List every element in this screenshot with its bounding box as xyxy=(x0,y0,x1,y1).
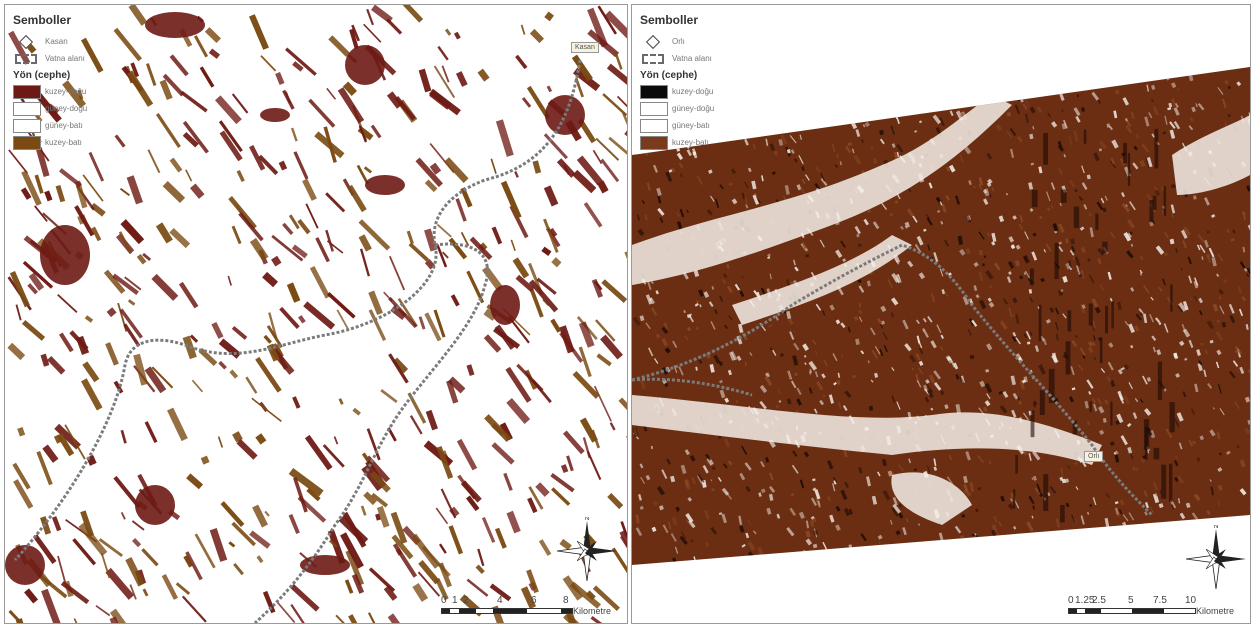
legend-title: Semboller xyxy=(640,13,699,27)
svg-text:N: N xyxy=(585,517,589,522)
legend-aspect-se: güney-doğu xyxy=(640,100,760,117)
left-map-panel[interactable]: Semboller Kasan Vatna alanı Yön (cephe) … xyxy=(4,4,628,624)
scale-tick: 1.25 xyxy=(1075,595,1095,606)
right-aspect-map[interactable] xyxy=(632,5,1250,623)
legend-aspect-label: kuzey-doğu xyxy=(45,87,87,96)
swatch-nw xyxy=(13,135,41,150)
swatch-ne xyxy=(640,84,668,99)
scale-tick: 0 xyxy=(1068,595,1074,606)
legend-aspect-label: güney-batı xyxy=(45,121,83,130)
legend-aspect-nw: kuzey-batı xyxy=(640,134,760,151)
north-arrow-icon: N xyxy=(1185,525,1246,590)
legend-title: Semboller xyxy=(13,13,72,27)
diamond-icon xyxy=(18,34,34,49)
terrain-layer xyxy=(632,67,1250,565)
scale-tick: 7.5 xyxy=(1153,595,1167,606)
catchment-boundary xyxy=(632,243,1154,517)
scale-tick: 1 xyxy=(452,595,458,606)
swatch-sw xyxy=(13,118,41,133)
legend-aspect-label: güney-batı xyxy=(672,121,710,130)
north-arrow-icon: N xyxy=(556,517,617,582)
scale-tick: 6 xyxy=(531,595,537,606)
svg-text:N: N xyxy=(1214,525,1218,530)
swatch-ne xyxy=(13,84,41,99)
legend-item-label: Vatna alanı xyxy=(45,54,85,63)
terrain-layer xyxy=(5,5,627,623)
legend-item-label: Vatna alanı xyxy=(672,54,712,63)
legend-item-village: Orlı xyxy=(640,33,760,50)
legend-item-label: Kasan xyxy=(45,37,68,46)
scale-unit: Kilometre xyxy=(573,606,612,616)
aspect-legend-title: Yön (cephe) xyxy=(640,70,698,81)
legend-aspect-label: kuzey-batı xyxy=(45,138,82,147)
dashed-boundary-icon xyxy=(642,53,664,64)
legend-item-village: Kasan xyxy=(13,33,133,50)
scale-tick: 5 xyxy=(1128,595,1134,606)
scale-tick: 2 xyxy=(463,595,469,606)
scale-tick: 2.5 xyxy=(1092,595,1106,606)
right-scalebar: 0 1.25 2.5 5 7.5 10 Kilometre xyxy=(1068,595,1234,616)
legend-aspect-label: kuzey-doğu xyxy=(672,87,714,96)
legend-item-boundary: Vatna alanı xyxy=(13,50,133,67)
legend-aspect-label: kuzey-batı xyxy=(672,138,709,147)
legend-aspect-ne: kuzey-doğu xyxy=(13,83,133,100)
right-map-panel[interactable]: Semboller Orlı Vatna alanı Yön (cephe) k… xyxy=(631,4,1251,624)
scale-unit: Kilometre xyxy=(1196,606,1235,616)
village-label: Orlı xyxy=(1084,451,1104,462)
legend-aspect-ne: kuzey-doğu xyxy=(640,83,760,100)
legend-aspect-se: güney-doğu xyxy=(13,100,133,117)
legend-aspect-sw: güney-batı xyxy=(640,117,760,134)
swatch-se xyxy=(640,101,668,116)
swatch-sw xyxy=(640,118,668,133)
legend-aspect-label: güney-doğu xyxy=(672,104,715,113)
legend-aspect-sw: güney-batı xyxy=(13,117,133,134)
legend-aspect-nw: kuzey-batı xyxy=(13,134,133,151)
catchment-boundary xyxy=(13,59,582,623)
dashed-boundary-icon xyxy=(15,53,37,64)
aspect-legend-title: Yön (cephe) xyxy=(13,70,71,81)
swatch-nw xyxy=(640,135,668,150)
legend-item-label: Orlı xyxy=(672,37,685,46)
left-legend: Semboller Kasan Vatna alanı Yön (cephe) … xyxy=(13,13,133,151)
scale-tick: 8 xyxy=(563,595,569,606)
swatch-se xyxy=(13,101,41,116)
diamond-icon xyxy=(645,34,661,49)
scale-tick: 10 xyxy=(1185,595,1197,606)
legend-item-boundary: Vatna alanı xyxy=(640,50,760,67)
village-label: Kasan xyxy=(571,42,599,53)
legend-aspect-label: güney-doğu xyxy=(45,104,88,113)
scale-tick: 4 xyxy=(497,595,503,606)
scale-tick: 0 xyxy=(441,595,447,606)
right-legend: Semboller Orlı Vatna alanı Yön (cephe) k… xyxy=(640,13,760,151)
left-aspect-map[interactable] xyxy=(5,5,627,623)
left-scalebar: 0 1 2 4 6 8 Kilometre xyxy=(441,595,611,616)
